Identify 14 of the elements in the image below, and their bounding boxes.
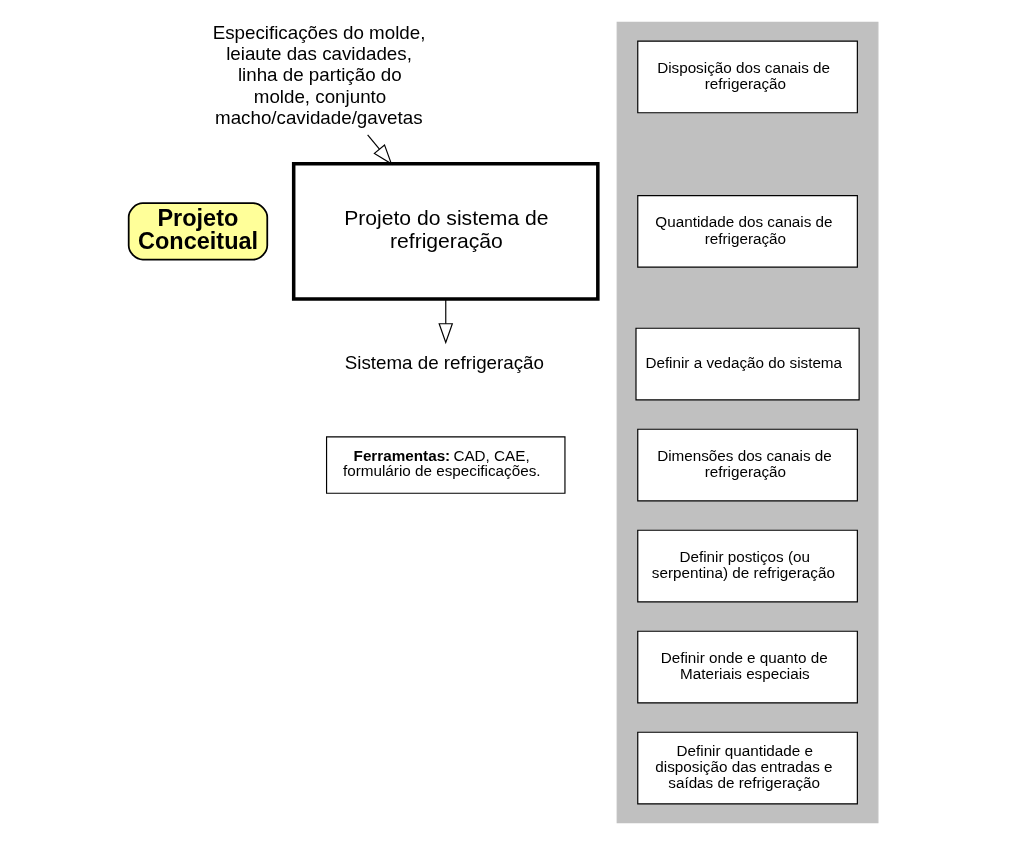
node-box: Definir quantidade e disposição das entradas e saídas de refrigeração: [637, 731, 858, 805]
node-box: Quantidade dos canais de refrigeração: [637, 194, 858, 268]
node-box: Dimensões dos canais de refrigeração: [637, 428, 858, 502]
node-box: Ferramentas: CAD, CAE, formulário de especificações.: [326, 436, 566, 494]
cluster: [616, 21, 879, 824]
node-box: Definir postiços (ou serpentina) de refrigeração: [637, 529, 858, 603]
node-box: Projeto Conceitual: [127, 202, 269, 261]
node-box: Disposição dos canais de refrigeração: [637, 40, 858, 114]
node-text: Sistema de refrigeração: [344, 351, 545, 373]
node-box: Definir onde e quanto de Materiais especiais: [637, 630, 858, 704]
node-box: Projeto do sistema de refrigeração: [291, 162, 600, 301]
node-box: Definir a vedação do sistema: [635, 327, 860, 401]
arrow: [438, 298, 454, 345]
node-text: Especificações do molde, leiaute das cavidades, linha de partição do molde, conjunto macho/cavidade/gavetas: [212, 22, 426, 128]
